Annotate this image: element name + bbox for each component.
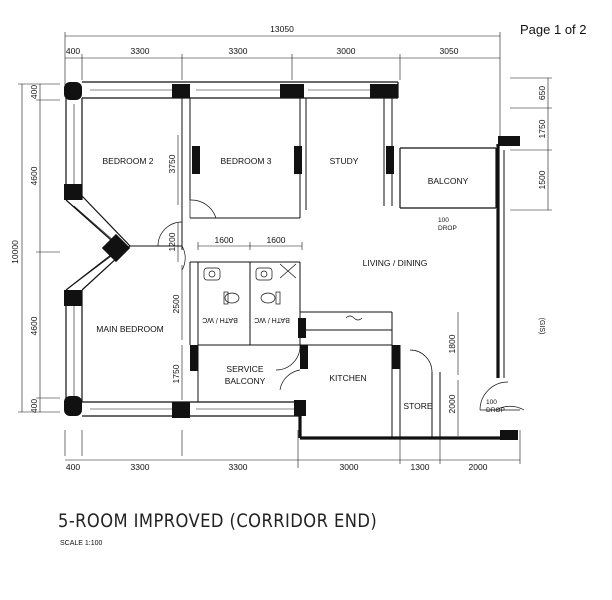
room-living-dining: LIVING / DINING (363, 258, 428, 268)
dim-overall-height: 10000 (10, 240, 20, 264)
dim-store-bottom: 2000 (447, 394, 457, 413)
drop-bottom-value: 100 (486, 399, 497, 406)
dim-top-3: 3300 (229, 46, 248, 56)
room-bedroom2: BEDROOM 2 (102, 156, 153, 166)
dimension-texts: 13050 400 3300 3300 3000 3050 400 3300 3… (10, 24, 547, 472)
dim-store-depth: 1800 (447, 334, 457, 353)
dim-passage: 1200 (167, 232, 177, 251)
dim-right-1: 650 (537, 86, 547, 100)
dim-bath-width-1: 1600 (215, 235, 234, 245)
room-kitchen: KITCHEN (329, 373, 366, 383)
dim-bath-depth: 2500 (171, 294, 181, 313)
bath-fixtures (203, 263, 363, 321)
drop-top-value: 100 (438, 217, 449, 224)
dim-bottom-3: 3300 (229, 462, 248, 472)
dim-bottom-1: 400 (66, 462, 80, 472)
dim-bottom-6: 2000 (469, 462, 488, 472)
column-blocks (64, 82, 520, 440)
corridor-label: (GIS) (538, 318, 545, 335)
room-service-balcony-1: SERVICE (226, 364, 263, 374)
dim-left-2: 4600 (29, 166, 39, 185)
dim-top-2: 3300 (131, 46, 150, 56)
dim-service-depth: 1750 (171, 364, 181, 383)
dim-right-2: 1750 (537, 119, 547, 138)
room-service-balcony-2: BALCONY (225, 376, 266, 386)
dim-bath-width-2: 1600 (267, 235, 286, 245)
room-balcony: BALCONY (428, 176, 469, 186)
drop-top-label: DROP (438, 225, 457, 232)
windows (73, 89, 376, 410)
room-store: STORE (403, 401, 432, 411)
doors (157, 199, 525, 411)
dim-overall-width: 13050 (270, 24, 294, 34)
floor-plan: 13050 400 3300 3300 3000 3050 400 3300 3… (10, 24, 552, 472)
dim-bottom-4: 3000 (340, 462, 359, 472)
room-main-bedroom: MAIN BEDROOM (96, 324, 164, 334)
dim-left-3: 4600 (29, 316, 39, 335)
dim-right-3: 1500 (537, 170, 547, 189)
dim-left-4: 400 (29, 399, 39, 413)
plan-title: 5-ROOM IMPROVED (CORRIDOR END) (58, 510, 378, 532)
dim-bottom-2: 3300 (131, 462, 150, 472)
dim-top-1: 400 (66, 46, 80, 56)
dim-top-4: 3000 (337, 46, 356, 56)
room-bath-2: BATH / WC (254, 316, 290, 323)
dim-bedroom3-side: 3750 (167, 154, 177, 173)
dimension-lines (18, 32, 552, 468)
interior-walls (130, 98, 505, 438)
page-indicator: Page 1 of 2 (520, 22, 587, 37)
dim-left-1: 400 (29, 85, 39, 99)
plan-notes: 100 DROP 100 DROP (GIS) (438, 217, 545, 414)
dim-top-5: 3050 (440, 46, 459, 56)
room-bath-1: BATH / WC (202, 316, 238, 323)
room-study: STUDY (330, 156, 359, 166)
room-bedroom3: BEDROOM 3 (220, 156, 271, 166)
thick-walls (298, 140, 520, 440)
drop-bottom-label: DROP (486, 407, 505, 414)
room-labels: BEDROOM 2 BEDROOM 3 STUDY BALCONY LIVING… (96, 156, 468, 411)
dim-bottom-5: 1300 (411, 462, 430, 472)
plan-scale: SCALE 1:100 (60, 540, 103, 547)
